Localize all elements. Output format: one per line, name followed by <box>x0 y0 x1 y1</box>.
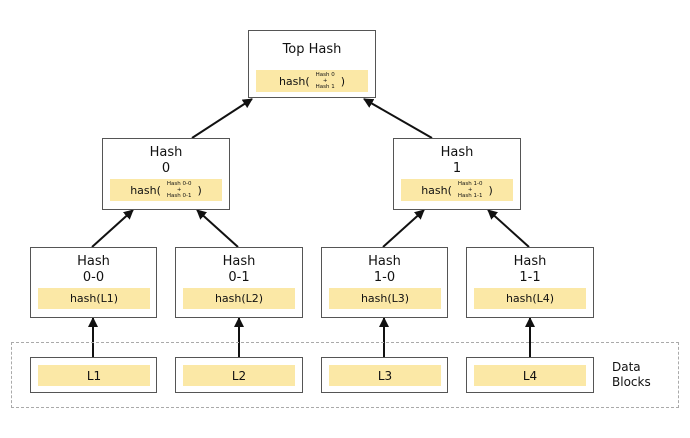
hash-1-suffix: ) <box>488 183 493 197</box>
top-hash-input-2: Hash 1 <box>315 84 335 90</box>
hash-0-0-formula: hash(L1) <box>38 288 150 309</box>
hash-1-1-node: Hash 1-1 hash(L4) <box>466 247 594 318</box>
hash-0-title-line2: 0 <box>161 161 171 176</box>
hash-1-1-title-line2: 1-1 <box>519 270 541 285</box>
data-block-l2: L2 <box>175 357 303 393</box>
hash-0-0-node: Hash 0-0 hash(L1) <box>30 247 157 318</box>
data-blocks-region <box>11 342 679 408</box>
top-hash-input-1: Hash 0 <box>315 72 335 78</box>
data-block-l1-label: L1 <box>38 365 150 386</box>
top-hash-inputs: Hash 0 + Hash 1 <box>316 72 335 90</box>
hash-1-plus: + <box>467 187 473 193</box>
hash-0-1-node: Hash 0-1 hash(L2) <box>175 247 303 318</box>
hash-1-1-formula: hash(L4) <box>474 288 586 309</box>
hash-1-0-formula: hash(L3) <box>329 288 441 309</box>
top-hash-prefix: hash( <box>278 74 310 88</box>
hash-1-node: Hash 1 hash( Hash 1-0 + Hash 1-1 ) <box>393 138 521 210</box>
hash-0-title-line1: Hash <box>149 145 183 160</box>
data-blocks-label: Data Blocks <box>612 360 662 390</box>
hash-1-prefix: hash( <box>421 183 452 197</box>
hash-0-input-2: Hash 0-1 <box>166 193 192 199</box>
hash-1-0-node: Hash 1-0 hash(L3) <box>321 247 448 318</box>
hash-1-title-line1: Hash <box>440 145 474 160</box>
arrow-hash0-to-top <box>191 98 253 139</box>
data-block-l4: L4 <box>466 357 594 393</box>
hash-1-inputs: Hash 1-0 + Hash 1-1 <box>458 181 483 199</box>
data-block-l4-label: L4 <box>474 365 586 386</box>
top-hash-suffix: ) <box>340 74 346 88</box>
top-hash-plus: + <box>322 78 328 84</box>
hash-0-0-title-line1: Hash <box>77 254 110 269</box>
hash-0-inputs: Hash 0-0 + Hash 0-1 <box>167 181 192 199</box>
arrow-hash10-to-hash1 <box>382 209 425 248</box>
hash-0-suffix: ) <box>197 183 202 197</box>
data-block-l3: L3 <box>321 357 448 393</box>
hash-0-formula: hash( Hash 0-0 + Hash 0-1 ) <box>110 179 222 201</box>
data-block-l3-label: L3 <box>329 365 441 386</box>
hash-1-input-1: Hash 1-0 <box>457 181 483 187</box>
hash-0-0-title-line2: 0-0 <box>82 270 105 285</box>
hash-1-title-line2: 1 <box>452 161 462 176</box>
arrow-hash11-to-hash1 <box>487 209 530 248</box>
data-block-l2-label: L2 <box>183 365 295 386</box>
hash-1-formula: hash( Hash 1-0 + Hash 1-1 ) <box>401 179 513 201</box>
arrow-hash1-to-top <box>363 98 433 139</box>
top-hash-node: Top Hash hash( Hash 0 + Hash 1 ) <box>248 30 376 98</box>
hash-1-0-title-line2: 1-0 <box>373 270 396 285</box>
hash-0-1-title-line2: 0-1 <box>228 270 250 285</box>
hash-0-1-title-line1: Hash <box>222 254 256 269</box>
top-hash-title: Top Hash <box>282 42 342 57</box>
arrow-hash01-to-hash0 <box>196 209 239 248</box>
arrow-hash00-to-hash0 <box>91 209 134 248</box>
hash-0-node: Hash 0 hash( Hash 0-0 + Hash 0-1 ) <box>102 138 230 210</box>
top-hash-formula: hash( Hash 0 + Hash 1 ) <box>256 70 368 92</box>
hash-0-1-formula: hash(L2) <box>183 288 295 309</box>
hash-0-input-1: Hash 0-0 <box>166 181 192 187</box>
hash-1-1-title-line1: Hash <box>513 254 547 269</box>
data-blocks-label-line1: Data <box>612 360 641 374</box>
hash-1-0-title-line1: Hash <box>368 254 401 269</box>
data-blocks-label-line2: Blocks <box>612 375 651 389</box>
hash-0-prefix: hash( <box>130 183 161 197</box>
hash-1-input-2: Hash 1-1 <box>457 193 483 199</box>
hash-0-plus: + <box>176 187 182 193</box>
data-block-l1: L1 <box>30 357 157 393</box>
